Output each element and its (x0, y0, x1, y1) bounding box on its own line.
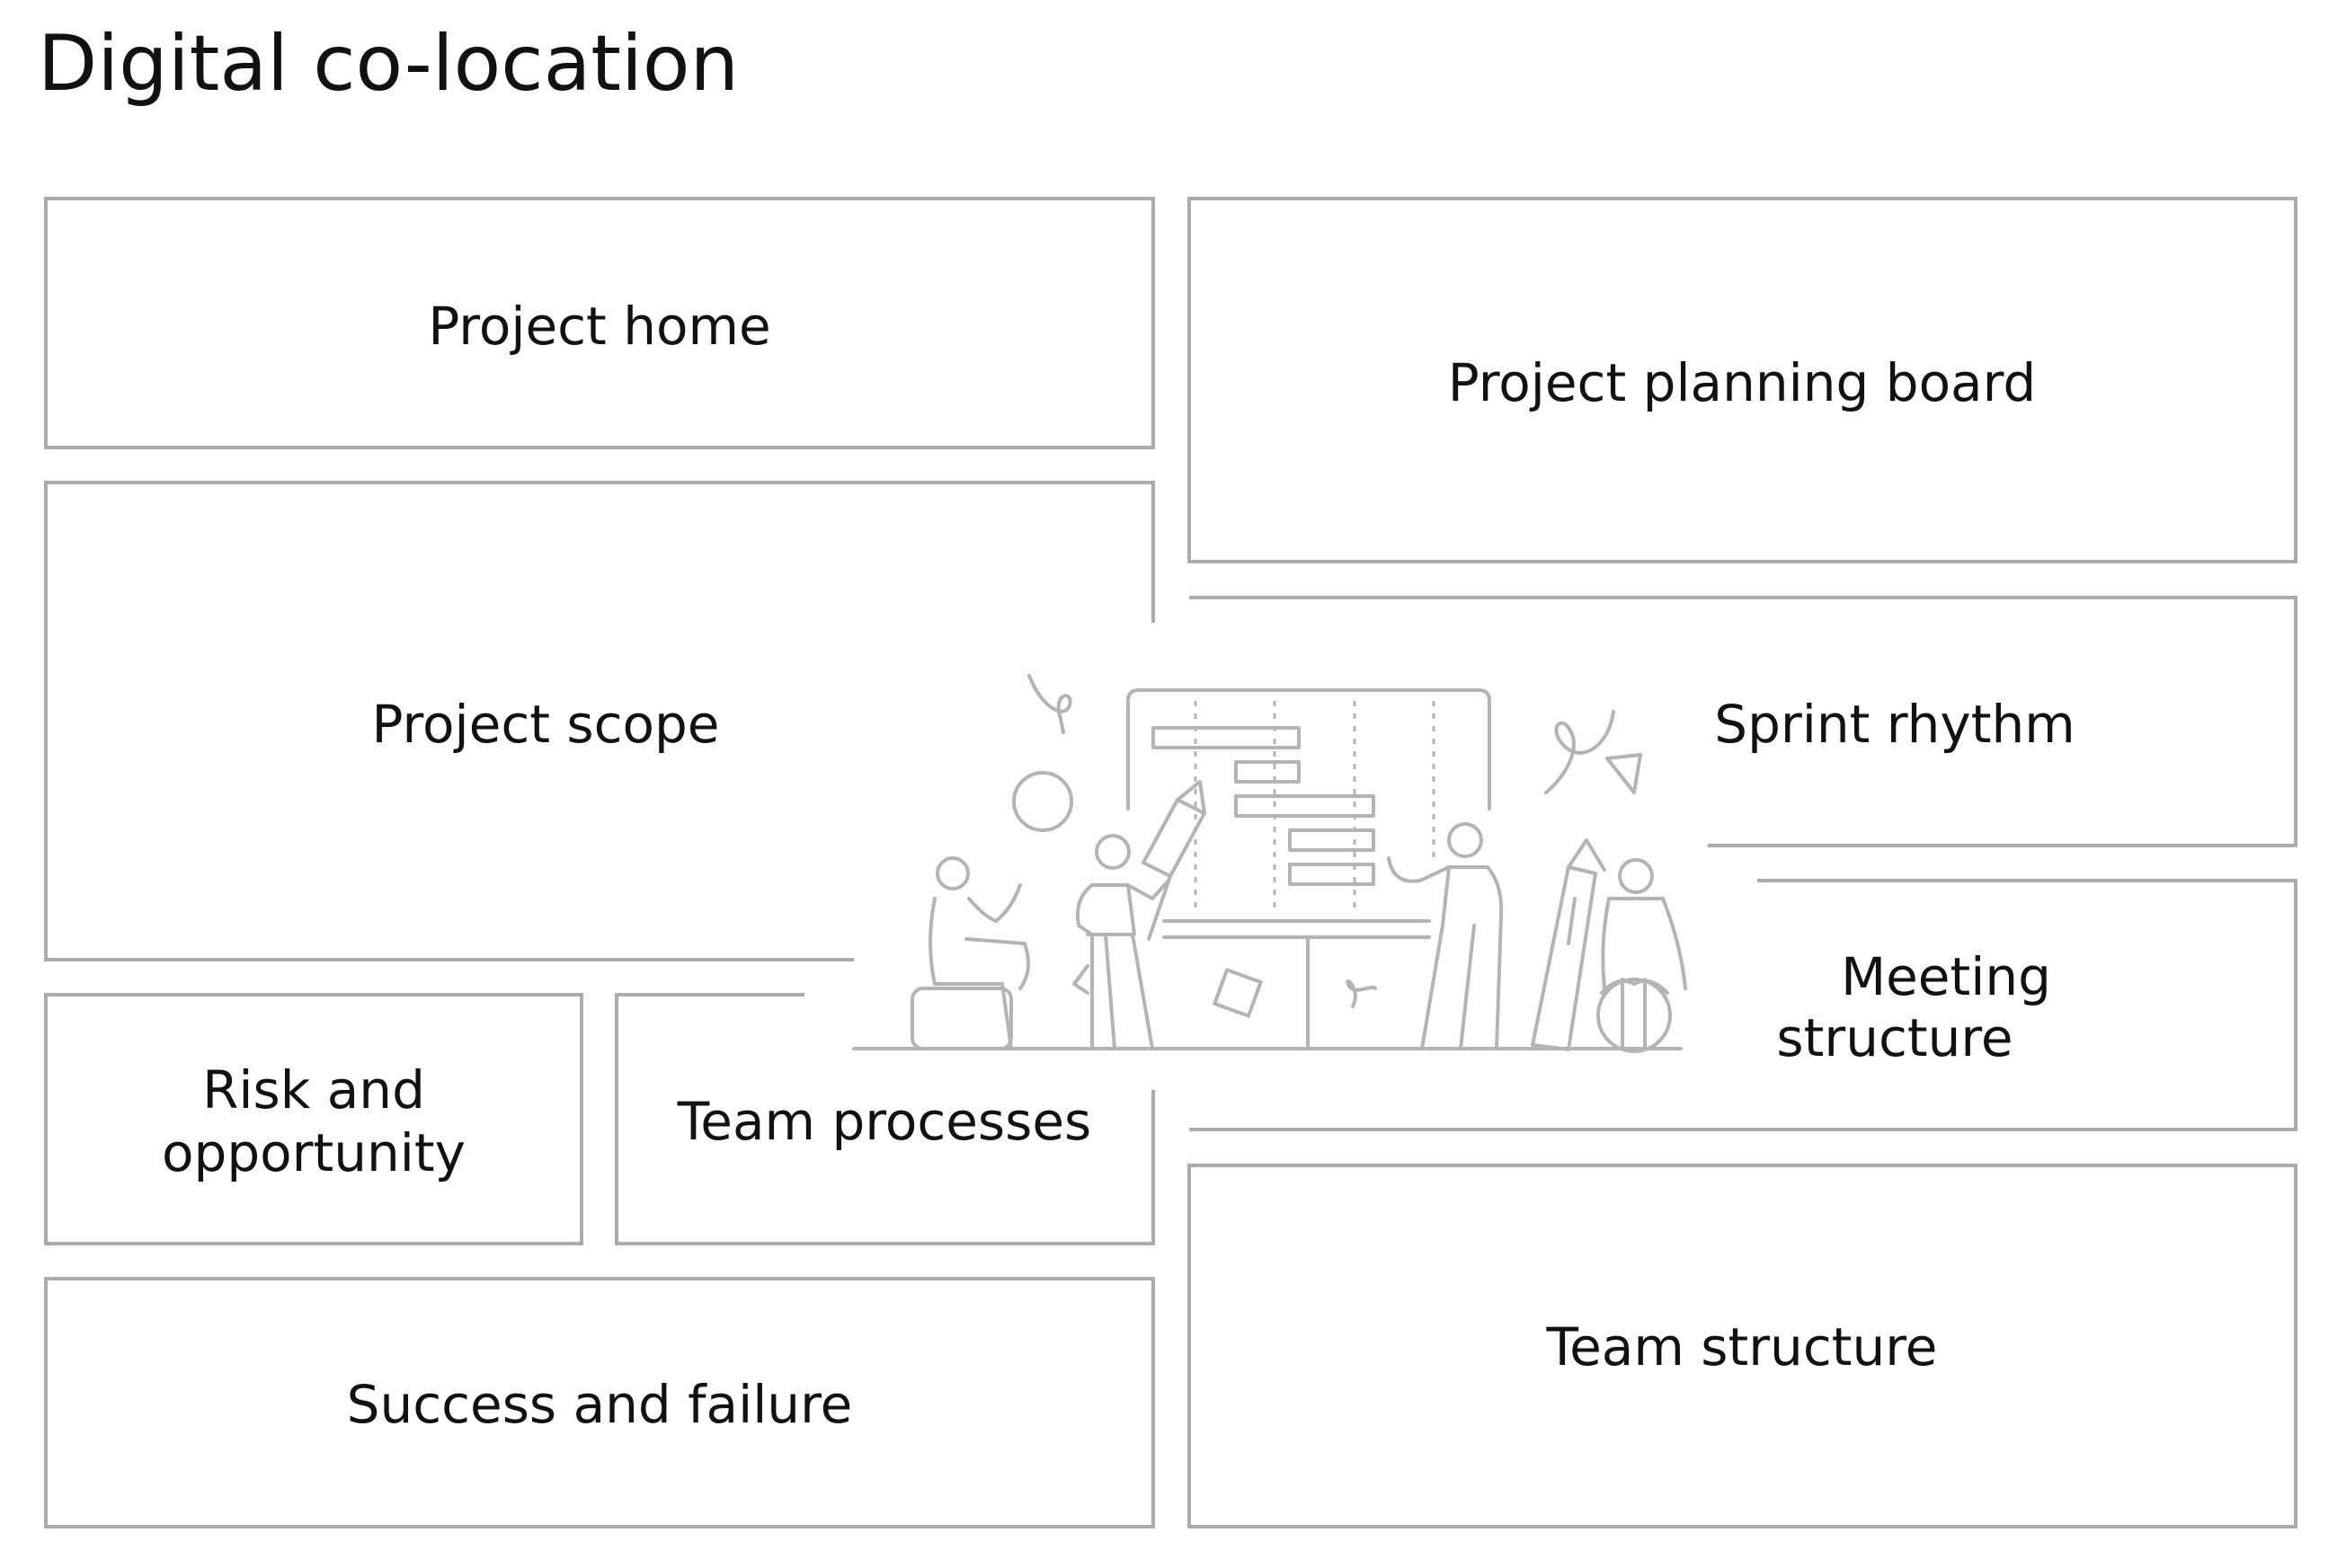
risk-label-line-1: Risk and (202, 1059, 425, 1121)
sticky-note (1213, 968, 1263, 1018)
gantt-bars (1151, 726, 1375, 886)
person-with-pencil (1076, 780, 1206, 1050)
box-success-and-failure[interactable]: Success and failure (44, 1277, 1155, 1528)
whiteboard-frame (1126, 688, 1491, 811)
page-title: Digital co-location (38, 19, 740, 109)
box-team-processes[interactable]: Team processes (615, 993, 1155, 1245)
team-collaboration-illustration (852, 674, 1687, 1053)
box-risk-and-opportunity[interactable]: Risk and opportunity (44, 993, 583, 1245)
circle-shape (1012, 771, 1073, 832)
chevron-shape (1072, 964, 1089, 995)
box-project-scope[interactable]: Project scope (44, 481, 1155, 961)
box-project-home[interactable]: Project home (44, 197, 1155, 449)
triangle-shape (1605, 753, 1642, 794)
box-sprint-rhythm[interactable]: Sprint rhythm (1189, 596, 2297, 847)
squiggle-on-table (1346, 979, 1377, 1008)
box-team-structure-label: Team structure (1546, 1316, 1938, 1378)
box-project-home-label: Project home (428, 296, 770, 357)
person-with-gift (1596, 858, 1687, 1053)
box-project-planning-board[interactable]: Project planning board (1187, 197, 2297, 563)
box-sprint-rhythm-label: Sprint rhythm (1714, 694, 2075, 755)
box-project-scope-label: Project scope (372, 694, 720, 755)
box-team-structure[interactable]: Team structure (1187, 1164, 2297, 1528)
squiggle-top-right (1544, 710, 1615, 794)
big-pencil (1531, 838, 1606, 1051)
person-pointing (1387, 822, 1504, 1050)
box-meeting-structure[interactable]: Meeting structure (1189, 879, 2297, 1131)
person-seated (911, 856, 1030, 1050)
risk-label-line-2: opportunity (162, 1122, 466, 1183)
box-project-planning-board-label: Project planning board (1448, 352, 2036, 413)
box-team-processes-label: Team processes (677, 1091, 1092, 1152)
meeting-label-line-2: structure (1776, 1007, 2013, 1068)
squiggle-top-left (1027, 674, 1072, 734)
meeting-label-line-1: Meeting (1841, 946, 2051, 1007)
box-success-and-failure-label: Success and failure (347, 1374, 853, 1435)
